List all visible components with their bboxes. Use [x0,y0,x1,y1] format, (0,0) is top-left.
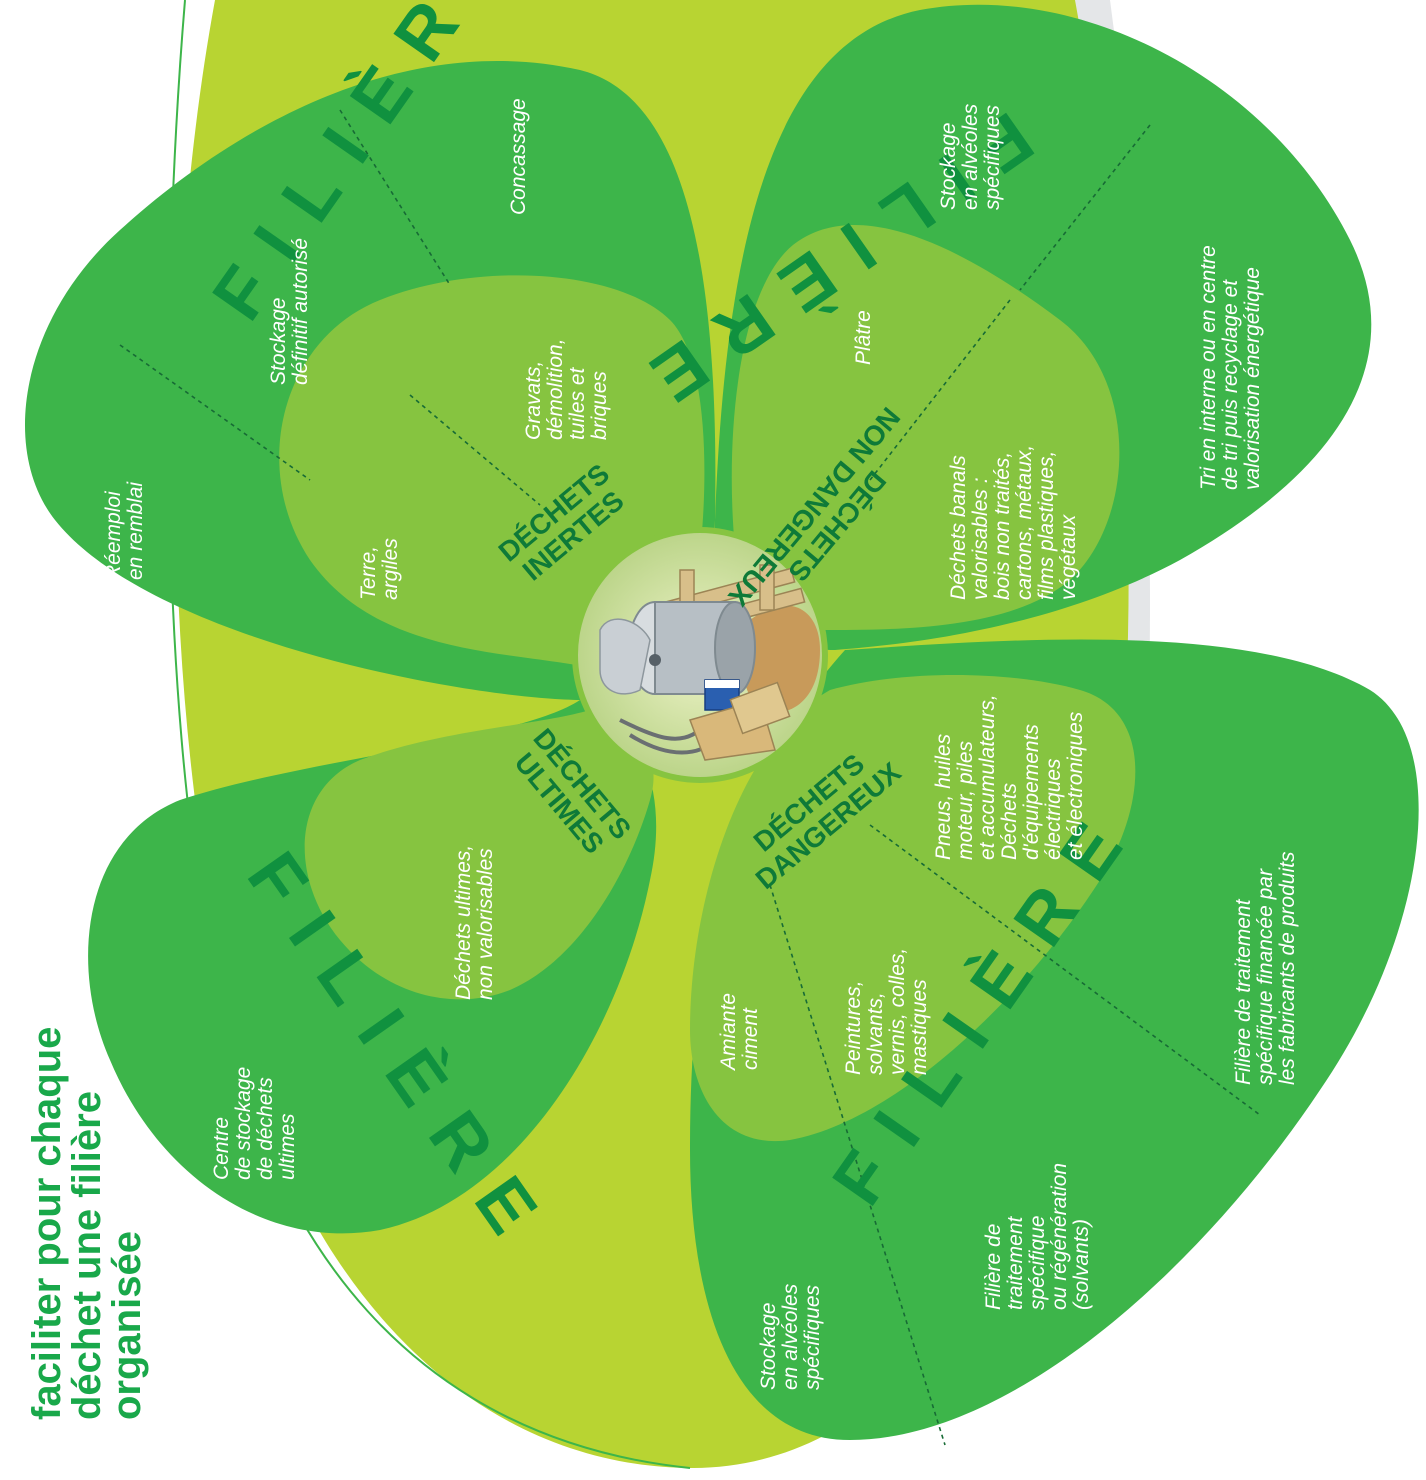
separators [119,109,1261,1446]
waste-materials-illustration [599,564,820,761]
note-stockage-alveoles-nd: Stockageen alvéolesspécifiques [937,103,1004,210]
side-title-line-2: déchet une filière [65,1091,109,1420]
note-filiere-traitement: Filière detraitementspécifiqueou régénér… [982,1163,1093,1310]
petal-inner-ultimes [304,710,654,1000]
note-tri-interne: Tri en interne ou en centrede tri puis r… [1197,245,1264,490]
note-centre-stockage: Centrede stockagede déchetsultimes [210,1067,299,1180]
note-dechets-ultimes: Déchets ultimes,non valorisables [452,845,497,1000]
note-pneus: Pneus, huilesmoteur, pileset accumulateu… [932,694,1087,860]
note-dechets-banals: Déchets banalsvalorisables :bois non tra… [947,445,1080,600]
side-title-line-3: organisée [105,1231,149,1420]
note-amiante: Amianteciment [717,993,762,1072]
note-terre-argiles: Terre,argiles [357,538,402,600]
note-stockage-alveoles-d: Stockageen alvéolesspécifiques [757,1283,824,1390]
petal-inner-dangereux [690,675,1136,1142]
notes-layer: Terre,argiles Gravats,démolition,tuiles e… [102,98,1299,1390]
note-peintures: Peintures,solvants,vernis, colles,mastiq… [842,948,931,1075]
note-reemploi: Réemploien remblai [102,481,147,580]
petal-inner-inertes [279,275,705,673]
note-platre: Plâtre [852,310,875,365]
side-title-line-1: faciliter pour chaque [25,1027,69,1420]
petal-inner-non-dangereux [731,225,1120,631]
note-stockage-definitif: Stockagedéfinitif autorisé [267,238,312,385]
note-concassage: Concassage [507,98,530,215]
note-gravats: Gravats,démolition,tuiles etbriques [522,338,611,440]
note-filiere-fabricants: Filière de traitementspécifique financée… [1232,851,1299,1085]
